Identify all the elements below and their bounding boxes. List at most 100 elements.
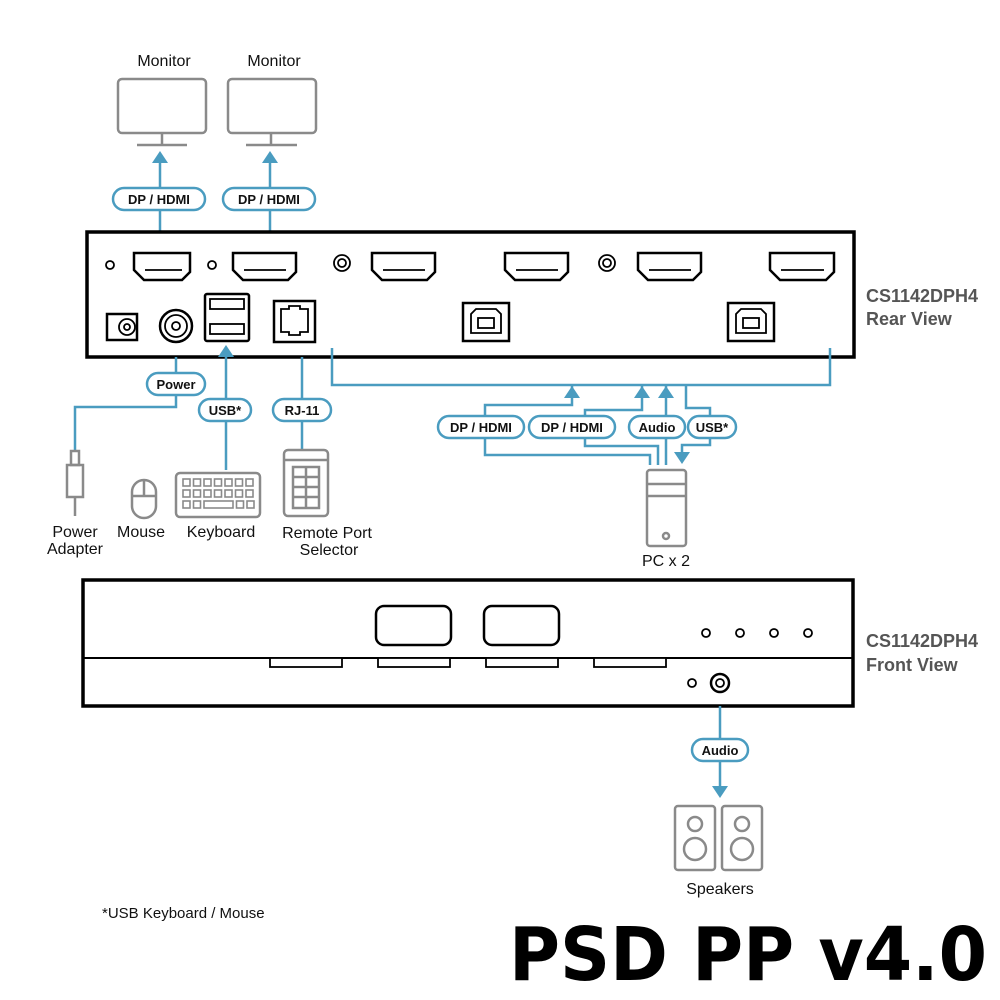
keyboard-key bbox=[203, 500, 234, 509]
front-view-label: Front View bbox=[866, 655, 959, 675]
remote-selector-cable: RJ-11 bbox=[271, 357, 333, 450]
dc-power-port bbox=[105, 312, 139, 342]
keyboard-key bbox=[224, 489, 233, 498]
keyboard-key bbox=[234, 489, 244, 498]
front-model-name: CS1142DPH4 bbox=[866, 631, 978, 651]
remote-selector-label-2: Selector bbox=[300, 542, 359, 559]
arrow-up-icon bbox=[218, 345, 234, 357]
keyboard-key bbox=[213, 489, 223, 498]
rear-view-label: Rear View bbox=[866, 309, 953, 329]
keyboard-key bbox=[203, 489, 212, 498]
keyboard-label: Keyboard bbox=[187, 524, 256, 541]
keyboard-key bbox=[245, 489, 254, 498]
usb-b-port-1 bbox=[461, 301, 511, 343]
led-2 bbox=[735, 628, 745, 638]
pc-cable-bus bbox=[330, 348, 832, 465]
front-panel bbox=[81, 578, 855, 708]
keyboard-cable: USB* bbox=[197, 345, 253, 470]
monitor-1: Monitor bbox=[116, 53, 208, 147]
hdmi-port-1 bbox=[132, 251, 192, 282]
display-window-2 bbox=[482, 604, 561, 647]
keyboard-key bbox=[224, 478, 233, 487]
led-1 bbox=[701, 628, 711, 638]
led-3 bbox=[769, 628, 779, 638]
hdmi-port-5 bbox=[636, 251, 703, 282]
hdmi-port-3 bbox=[370, 251, 437, 282]
keyboard-key bbox=[246, 500, 255, 509]
keyboard-key bbox=[192, 489, 202, 498]
monitor-2-cable: DP / HDMI bbox=[221, 151, 317, 252]
mouse-label: Mouse bbox=[117, 524, 165, 541]
cable-label: USB* bbox=[209, 403, 242, 418]
arrow-down-icon bbox=[712, 786, 728, 798]
hdmi-port-6 bbox=[768, 251, 836, 282]
keyboard-key bbox=[192, 478, 202, 487]
power-adapter-label-1: Power bbox=[52, 524, 98, 541]
button-tab-4 bbox=[593, 657, 667, 668]
arrow-up-icon bbox=[152, 151, 168, 163]
hdmi-port-4 bbox=[503, 251, 570, 282]
rj11-port bbox=[272, 299, 317, 344]
display-window-1 bbox=[374, 604, 453, 647]
keyboard-key bbox=[203, 478, 212, 487]
cable-label: DP / HDMI bbox=[128, 192, 190, 207]
rear-model-name: CS1142DPH4 bbox=[866, 286, 978, 306]
rear-panel bbox=[85, 230, 856, 359]
arrow-down-icon bbox=[674, 452, 690, 464]
remote-port-selector-icon bbox=[282, 448, 330, 518]
keyboard-key bbox=[235, 500, 245, 509]
keyboard-icon bbox=[174, 471, 262, 519]
pc-tower-icon bbox=[645, 468, 688, 548]
cable-label: DP / HDMI bbox=[541, 420, 603, 435]
cable-label: DP / HDMI bbox=[238, 192, 300, 207]
keyboard-key bbox=[213, 478, 223, 487]
cable-label: DP / HDMI bbox=[450, 420, 512, 435]
cable-label: USB* bbox=[696, 420, 729, 435]
speakers-icon bbox=[673, 804, 764, 872]
front-audio-jack bbox=[709, 672, 731, 694]
button-tab-3 bbox=[485, 657, 559, 668]
led-4 bbox=[803, 628, 813, 638]
cable-label: Power bbox=[156, 377, 195, 392]
arrow-up-icon bbox=[634, 386, 650, 398]
arrow-up-icon bbox=[658, 386, 674, 398]
mouse-icon bbox=[130, 478, 158, 520]
keyboard-key bbox=[192, 500, 202, 509]
keyboard-key bbox=[245, 478, 254, 487]
audio-jack-2 bbox=[598, 254, 616, 272]
power-adapter-icon bbox=[65, 449, 85, 516]
monitor-2: Monitor bbox=[226, 53, 318, 147]
cable-label: Audio bbox=[702, 743, 739, 758]
button-tab-1 bbox=[269, 657, 343, 668]
front-panel-chassis bbox=[81, 578, 855, 708]
pc-label: PC x 2 bbox=[642, 553, 690, 570]
watermark: PSD PP v4.0 bbox=[509, 912, 987, 998]
button-tab-2 bbox=[377, 657, 451, 668]
monitor-1-label: Monitor bbox=[137, 53, 191, 70]
arrow-up-icon bbox=[564, 386, 580, 398]
remote-selector-label-1: Remote Port bbox=[282, 525, 372, 542]
hdmi-port-2 bbox=[231, 251, 298, 282]
keyboard-key bbox=[182, 500, 191, 509]
led-front bbox=[687, 678, 697, 688]
power-barrel-port bbox=[158, 308, 194, 344]
cable-label: RJ-11 bbox=[285, 403, 320, 418]
keyboard-key bbox=[234, 478, 244, 487]
keyboard-key bbox=[182, 478, 191, 487]
pc-cable-labels: DP / HDMI DP / HDMI Audio USB* bbox=[436, 414, 738, 440]
usb-a-ports bbox=[203, 292, 251, 343]
monitor-2-label: Monitor bbox=[247, 53, 301, 70]
audio-jack-1 bbox=[333, 254, 351, 272]
cable-label: Audio bbox=[639, 420, 676, 435]
monitor-1-cable: DP / HDMI bbox=[111, 151, 207, 252]
power-adapter-label-2: Adapter bbox=[47, 541, 104, 558]
keyboard-key bbox=[182, 489, 191, 498]
monitor-icon bbox=[116, 77, 208, 135]
speaker-cable: Audio bbox=[690, 706, 750, 798]
power-cable: Power bbox=[73, 357, 207, 452]
arrow-up-icon bbox=[262, 151, 278, 163]
speakers-label: Speakers bbox=[686, 881, 754, 898]
footnote: *USB Keyboard / Mouse bbox=[102, 905, 265, 922]
usb-b-port-2 bbox=[726, 301, 776, 343]
